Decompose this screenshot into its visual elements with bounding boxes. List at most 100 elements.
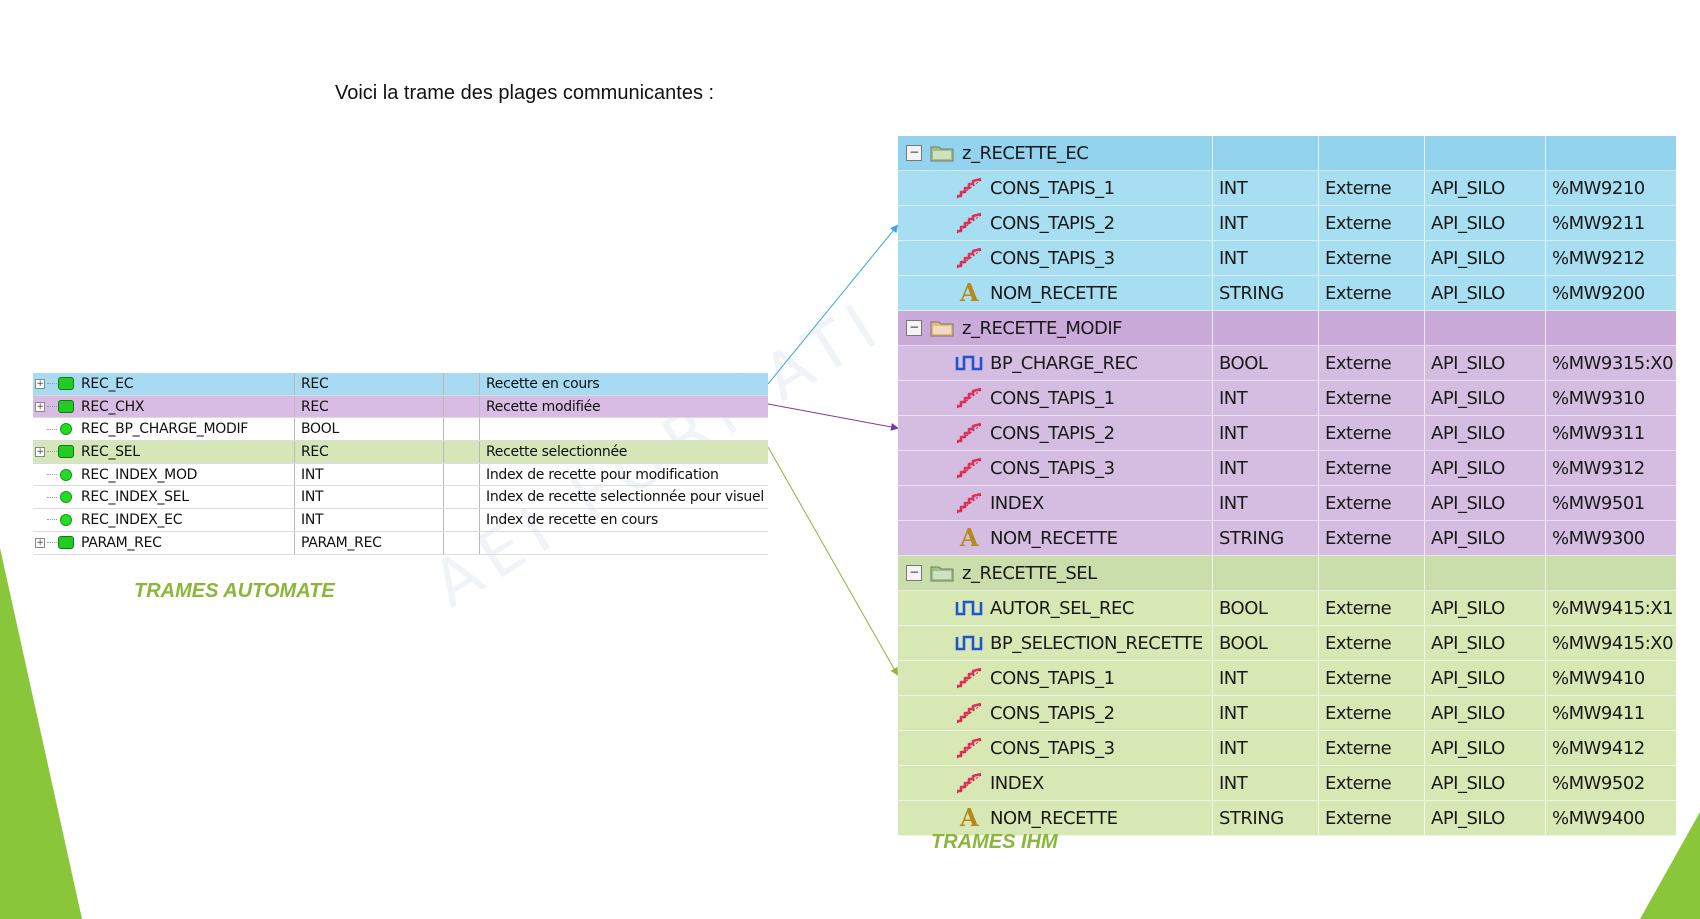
string-icon: A [959,523,979,552]
hmi-tag-name-cell: CONS_TAPIS_1 [898,381,1212,415]
hmi-tag-name: CONS_TAPIS_2 [990,212,1115,234]
arrow-chx [767,403,899,431]
hmi-tag-type: INT [1212,241,1318,275]
hmi-tag-type: INT [1212,381,1318,415]
tree-line [47,496,57,498]
plc-var-type: REC [294,441,443,463]
hmi-empty-cell [1212,136,1318,170]
analog-icon [954,419,984,447]
tree-line [47,406,57,408]
hmi-group-name: z_RECETTE_MODIF [962,317,1123,339]
variable-dot-icon [57,464,75,486]
plc-var-type: PARAM_REC [294,531,443,554]
plc-var-name: REC_CHX [81,398,145,415]
hmi-tag-name-cell: AUTOR_SEL_REC [898,591,1212,625]
hmi-tag-type: BOOL [1212,626,1318,660]
hmi-tag-access: Externe [1318,381,1424,415]
plc-var-name: REC_INDEX_EC [81,511,183,528]
tree-spacer [33,486,47,508]
hmi-tag-access: Externe [1318,626,1424,660]
hmi-tag-name: CONS_TAPIS_3 [990,457,1115,479]
hmi-tag-connection: API_SILO [1424,486,1545,520]
hmi-tag-name: INDEX [990,492,1044,514]
plc-var-name: REC_INDEX_SEL [81,489,189,506]
hmi-empty-cell [1545,311,1676,345]
hmi-tag-name-cell: CONS_TAPIS_2 [898,696,1212,730]
hmi-group-row[interactable]: − z_RECETTE_MODIF [898,311,1676,346]
tree-line [47,428,57,430]
plc-var-name: REC_BP_CHARGE_MODIF [81,421,249,438]
hmi-tag-address: %MW9410 [1545,661,1676,695]
folder-green-icon [930,144,954,162]
collapse-toggle[interactable]: − [906,565,922,581]
hmi-tag-access: Externe [1318,276,1424,310]
hmi-tag-name-cell: BP_CHARGE_REC [898,346,1212,380]
hmi-tag-connection: API_SILO [1424,416,1545,450]
expand-toggle[interactable]: + [33,532,47,554]
hmi-tag-connection: API_SILO [1424,206,1545,240]
struct-shape [58,445,74,459]
plc-var-comment: Recette selectionnée [479,441,768,463]
hmi-tag-type: INT [1212,416,1318,450]
hmi-tag-name: BP_SELECTION_RECETTE [990,632,1203,654]
plc-var-type: INT [294,486,443,509]
arrow-ec [767,224,899,385]
collapse-toggle[interactable]: − [906,320,922,336]
folder-green-icon [930,564,954,582]
plc-empty-col [443,373,479,395]
hmi-tag-name: CONS_TAPIS_3 [990,247,1115,269]
hmi-caption: TRAMES IHM [931,831,1058,853]
collapse-toggle[interactable]: − [906,145,922,161]
dot-shape [60,513,72,526]
hmi-group-name-cell: −z_RECETTE_EC [898,136,1212,170]
hmi-tag-type: INT [1212,731,1318,765]
dot-shape [60,491,72,504]
plc-var-comment [479,531,768,554]
plc-var-type: INT [294,509,443,531]
hmi-empty-cell [1318,311,1424,345]
hmi-tag-address: %MW9300 [1545,521,1676,555]
hmi-tag-access: Externe [1318,731,1424,765]
hmi-tag-address: %MW9412 [1545,731,1676,765]
plc-empty-col [443,531,479,554]
hmi-group-row[interactable]: −z_RECETTE_SEL [898,556,1676,591]
hmi-tag-address: %MW9311 [1545,416,1676,450]
analog-icon [954,174,984,202]
struct-shape [58,400,74,414]
hmi-group-row[interactable]: −z_RECETTE_EC [898,136,1676,171]
expand-toggle[interactable]: + [33,373,47,395]
tree-spacer [33,464,47,486]
hmi-tag-name-cell: INDEX [898,486,1212,520]
hmi-tag-access: Externe [1318,661,1424,695]
expand-toggle[interactable]: + [33,441,47,463]
expand-toggle[interactable]: + [33,396,47,418]
hmi-empty-cell [1545,136,1676,170]
hmi-empty-cell [1318,136,1424,170]
plc-var-comment: Recette en cours [479,373,768,395]
